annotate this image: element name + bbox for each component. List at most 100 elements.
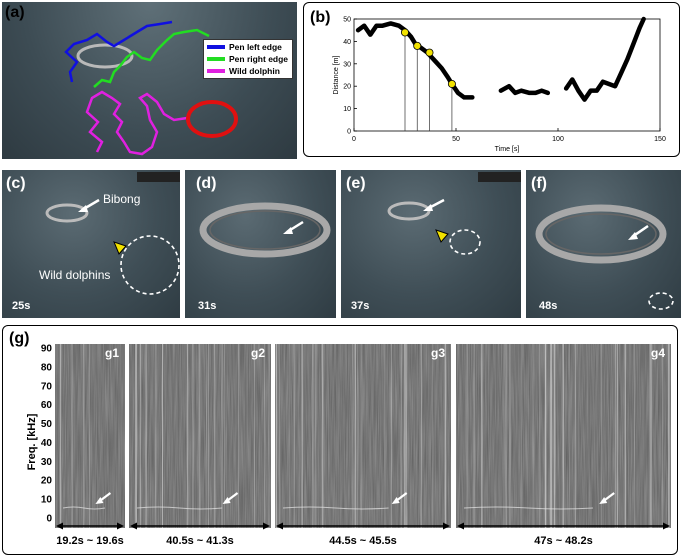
whistle-arrow-head <box>95 497 104 504</box>
pen-ring <box>535 204 667 264</box>
dolphin-highlight-circle <box>186 100 238 138</box>
x-axis-label: Time [s] <box>495 146 520 153</box>
panel-e-label: (e) <box>346 175 366 192</box>
subpanel-label-g3: g3 <box>431 346 445 360</box>
panel-f-label: (f) <box>531 175 547 192</box>
legend-swatch-left <box>207 45 225 49</box>
freq-tick-label: 30 <box>41 457 53 468</box>
annot-wild-dolphins: Wild dolphins <box>39 268 111 282</box>
event-marker <box>425 48 434 57</box>
event-marker <box>413 41 422 50</box>
pen-ring <box>76 43 134 69</box>
event-marker <box>447 79 456 88</box>
panel-c-photo: (c) Bibong Wild dolphins 25s <box>2 170 180 318</box>
y-tick-label: 20 <box>343 84 351 91</box>
time-range-arrow-left <box>457 522 464 530</box>
dolphin-dashed-circle <box>120 235 180 295</box>
panel-d-overlay <box>199 202 331 258</box>
panel-d-label: (d) <box>196 175 217 192</box>
panel-c-overlay <box>45 172 180 295</box>
distance-series-line <box>498 83 551 96</box>
time-range-arrow-left <box>276 522 283 530</box>
panel-b-label: (b) <box>310 9 331 26</box>
white-arrow-head <box>283 227 293 234</box>
freq-tick-label: 80 <box>41 362 53 373</box>
freq-tick-label: 40 <box>41 438 53 449</box>
panel-c-label: (c) <box>6 175 26 192</box>
legend-label-dolphin: Wild dolphin <box>229 66 280 76</box>
time-range-arrow-right <box>663 522 670 530</box>
panel-e-time: 37s <box>351 300 370 312</box>
dolphin-dashed-circle <box>648 292 674 310</box>
panel-f-photo: (f) 48s <box>526 170 681 318</box>
whistle-trace <box>282 506 389 510</box>
freq-tick-label: 90 <box>41 344 53 355</box>
white-arrow-head <box>423 204 433 211</box>
freq-tick-label: 20 <box>41 476 53 487</box>
y-tick-label: 10 <box>343 106 351 113</box>
white-arrow-head <box>628 232 638 240</box>
distance-series-line <box>563 16 646 102</box>
panel-a-photo: (a) Pen left edge Pen right edge Wild do… <box>2 2 297 159</box>
panel-d-time: 31s <box>198 300 217 312</box>
y-tick-label: 50 <box>343 17 351 24</box>
legend-swatch-right <box>207 57 225 61</box>
panel-f-overlay <box>535 204 674 310</box>
panel-e-photo: (e) 37s <box>341 170 521 318</box>
event-marker <box>401 28 410 37</box>
x-tick-label: 50 <box>452 136 460 143</box>
spectrogram-noise <box>55 344 125 528</box>
pen-ring <box>199 202 331 258</box>
panel-d-photo: (d) 31s <box>185 170 336 318</box>
plot-area <box>353 18 661 132</box>
panel-a-legend: Pen left edge Pen right edge Wild dolphi… <box>203 39 293 79</box>
whistle-arrow-head <box>599 497 608 504</box>
freq-tick-label: 10 <box>41 495 53 506</box>
y-tick-label: 40 <box>343 39 351 46</box>
x-tick-label: 100 <box>552 136 564 143</box>
panel-e-timestamp-box <box>478 172 521 182</box>
track-pen-left <box>64 20 173 83</box>
dolphin-dashed-circle <box>449 229 481 255</box>
time-range-arrow-right <box>117 522 124 530</box>
panel-c-time: 25s <box>12 300 31 312</box>
whistle-trace <box>463 506 594 510</box>
panel-g-label: (g) <box>9 330 30 347</box>
annot-bibong: Bibong <box>103 192 141 206</box>
panel-a-tracks <box>64 20 238 156</box>
subpanel-label-g2: g2 <box>251 346 265 360</box>
subpanel-label-g1: g1 <box>105 346 119 360</box>
time-range-label-g3: 44.5s ~ 45.5s <box>329 535 397 547</box>
spectrogram-noise <box>275 344 451 528</box>
white-arrow-head <box>78 205 88 212</box>
freq-tick-label: 60 <box>41 400 53 411</box>
y-tick-label: 0 <box>347 129 351 136</box>
panel-c-timestamp-box <box>137 172 180 182</box>
whistle-arrow-head <box>391 497 400 504</box>
pen-ring-inner <box>545 213 657 255</box>
legend-label-right: Pen right edge <box>229 54 289 64</box>
subpanel-label-g4: g4 <box>651 346 665 360</box>
time-range-label-g2: 40.5s ~ 41.3s <box>166 535 234 547</box>
legend-swatch-dolphin <box>207 69 225 73</box>
x-tick-label: 0 <box>352 136 356 143</box>
freq-tick-label: 70 <box>41 381 53 392</box>
time-range-arrow-right <box>263 522 270 530</box>
spectrogram-noise <box>129 344 271 528</box>
time-range-arrow-left <box>56 522 63 530</box>
whistle-arrow-head <box>222 497 231 504</box>
freq-tick-label: 0 <box>46 514 52 525</box>
y-axis-label: Distance [m] <box>333 55 340 94</box>
yellow-arrow <box>113 241 127 255</box>
pen-ring-inner <box>209 210 321 250</box>
whistle-trace <box>62 506 106 510</box>
time-range-arrow-right <box>443 522 450 530</box>
yellow-arrow <box>435 229 449 243</box>
spectrogram-g2: g2 40.5s ~ 41.3s <box>129 344 271 547</box>
spectrogram-g3: g3 44.5s ~ 45.5s <box>275 344 451 547</box>
